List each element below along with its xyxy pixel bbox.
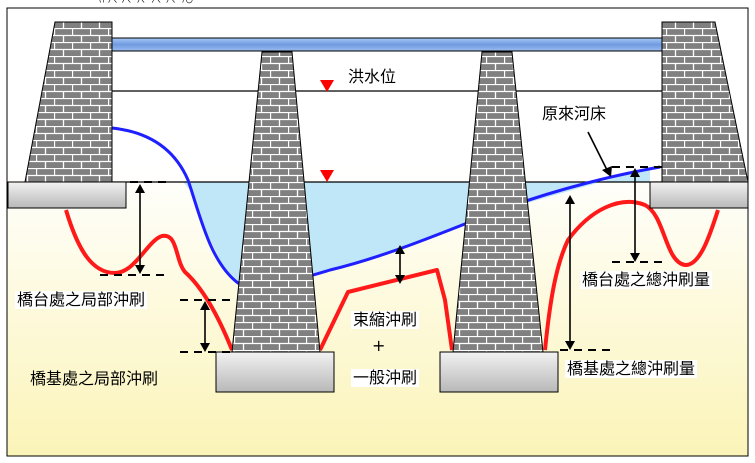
pier-local-scour-label: 橋基處之局部沖刷 [30,369,159,388]
clipped-title-fragment [99,0,193,4]
pier-right-footing [439,351,559,393]
scour-profile-line [64,199,720,351]
flood-level-label: 洪水位 [348,67,397,86]
pier-total-scour-label: 橋基處之總沖刷量 [565,359,698,378]
pier-left-footing [215,351,335,393]
contraction-scour-label: 束縮沖刷 [351,310,420,329]
dashed-reference-lines [100,166,665,353]
water-level-marker [320,170,334,182]
right-abutment-footing [649,181,749,209]
original-bed-label: 原來河床 [542,104,607,123]
left-abutment-footing [7,181,127,209]
dimension-arrows [135,131,640,352]
plus-label: + [372,336,386,355]
abutment-total-scour-label: 橋台處之總沖刷量 [580,270,713,289]
abutment-local-scour-label: 橋台處之局部沖刷 [15,290,148,309]
bridge-deck [109,37,667,52]
flood-level-marker [320,80,334,92]
general-scour-label: 一般沖刷 [351,368,420,387]
